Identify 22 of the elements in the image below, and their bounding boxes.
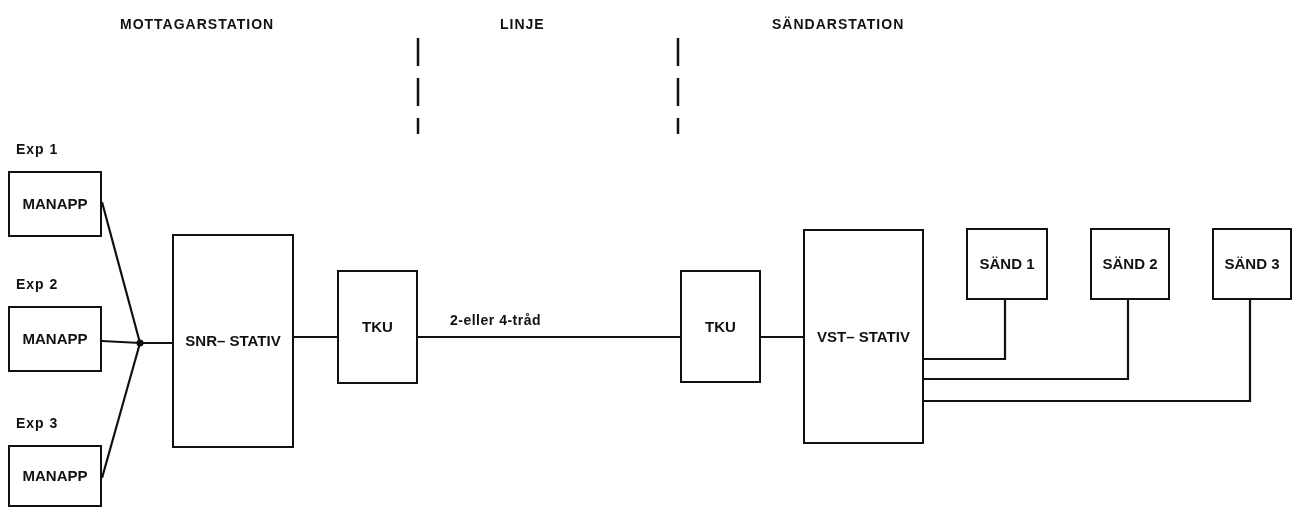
box-label: MANAPP bbox=[21, 466, 89, 486]
box-label: VST– STATIV bbox=[816, 326, 911, 347]
connector-line bbox=[924, 300, 1007, 361]
connector-line bbox=[924, 300, 1252, 403]
connector-line bbox=[418, 335, 680, 339]
box-label: MANAPP bbox=[21, 194, 89, 214]
unit-label: Exp 1 bbox=[16, 141, 59, 157]
box-label: SÄND 2 bbox=[1101, 254, 1159, 274]
unit-label: Exp 3 bbox=[16, 415, 59, 431]
box-label: SNR– STATIV bbox=[184, 331, 282, 351]
box-label: SÄND 1 bbox=[978, 254, 1036, 274]
box-label: SÄND 3 bbox=[1223, 254, 1281, 274]
section-heading: MOTTAGARSTATION bbox=[120, 16, 275, 32]
section-heading: LINJE bbox=[500, 16, 545, 32]
connector-line bbox=[294, 335, 337, 339]
connector-line bbox=[924, 300, 1130, 381]
box-label: TKU bbox=[361, 317, 394, 337]
box-label: MANAPP bbox=[21, 329, 89, 349]
connector-line bbox=[761, 335, 803, 339]
section-heading: SÄNDARSTATION bbox=[772, 16, 905, 32]
unit-label: Exp 2 bbox=[16, 276, 59, 292]
box-label: TKU bbox=[704, 316, 737, 337]
